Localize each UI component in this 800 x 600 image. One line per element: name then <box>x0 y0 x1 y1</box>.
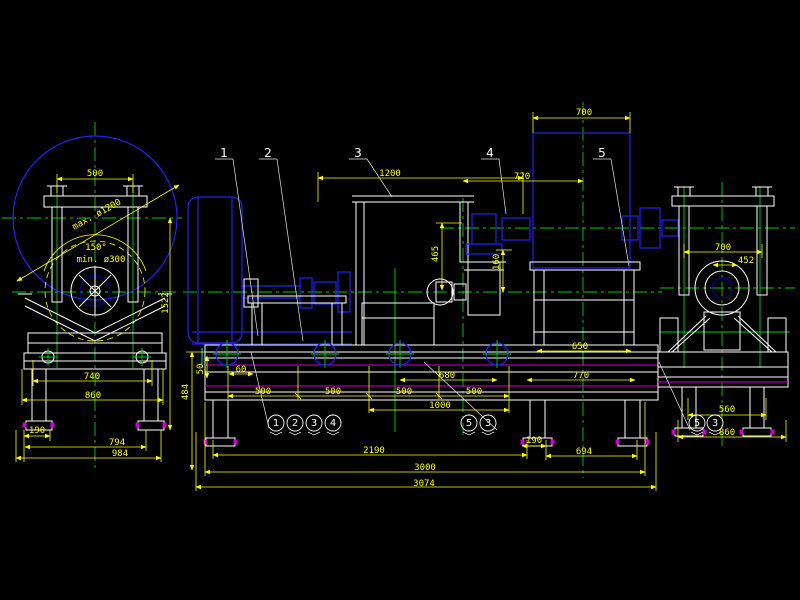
item-balloon: 3 <box>305 414 323 432</box>
motor-shaft-phantom <box>621 207 679 249</box>
dimension-label: min. ø300 <box>77 255 126 265</box>
dimension-label: 3074 <box>413 479 435 489</box>
right-view-dim-lines <box>677 244 787 442</box>
svg-text:3: 3 <box>485 418 491 429</box>
dimension-label: 1522 <box>161 292 171 314</box>
dimension-label: 50 <box>196 364 206 375</box>
svg-text:3: 3 <box>311 418 317 429</box>
main-view-dim-lines <box>186 112 657 491</box>
item-balloons-layer: 1 2 3 4 5 3 5 3 <box>267 414 724 432</box>
dimension-label: 190 <box>526 436 542 446</box>
dimension-label: 860 <box>85 391 101 401</box>
dimension-label: 484 <box>181 384 191 400</box>
dimension-label: 500 <box>396 387 412 397</box>
main-centerlines <box>183 102 795 478</box>
pump-unit <box>462 213 531 316</box>
roller-crosshairs <box>39 348 151 366</box>
shaft-bore-circle <box>711 277 733 299</box>
bearing-housing-circle <box>694 260 750 316</box>
dimension-label: 560 <box>719 405 735 415</box>
dimension-label: 794 <box>109 438 125 448</box>
cable-pulley <box>70 266 120 316</box>
dimension-label: 860 <box>719 428 735 438</box>
dimension-label: 452 <box>738 256 754 266</box>
foot-pad-marks-main <box>203 439 650 445</box>
leader-lines <box>215 158 722 436</box>
svg-text:2: 2 <box>292 418 298 429</box>
item-balloon: 3 <box>479 414 497 432</box>
dimension-label: 160 <box>492 254 502 270</box>
dimension-label: 700 <box>576 108 592 118</box>
callout-number: 4 <box>486 146 494 160</box>
dimension-label: 3000 <box>414 463 436 473</box>
dimension-label: 984 <box>112 449 128 459</box>
svg-text:3: 3 <box>712 418 718 429</box>
cable-drum-phantom <box>187 196 352 345</box>
left-view-dim-lines <box>15 174 173 462</box>
left-stand-structure <box>18 185 172 431</box>
assembly-side-view <box>183 102 795 491</box>
callout-number: 1 <box>220 146 228 160</box>
dimension-label: 150° <box>85 243 107 253</box>
dimension-label: 1000 <box>429 401 451 411</box>
dimension-label: max. ø1200 <box>71 197 123 232</box>
dimension-label: 190 <box>29 426 45 436</box>
dimension-label: 700 <box>715 243 731 253</box>
item-balloon: 2 <box>286 414 304 432</box>
callout-number: 5 <box>598 146 606 160</box>
callout-numbers-layer: 1 2 3 4 5 <box>220 146 606 160</box>
dimension-label: 740 <box>84 372 100 382</box>
dimension-label: 1200 <box>379 169 401 179</box>
dimension-label: 465 <box>431 246 441 262</box>
dimension-label: 60 <box>236 365 247 375</box>
svg-text:1: 1 <box>273 418 279 429</box>
right-stand-structure <box>659 186 787 353</box>
svg-text:5: 5 <box>694 418 700 429</box>
right-leg <box>143 368 159 422</box>
drum-stand-end-view <box>2 122 182 468</box>
max-diameter-dim-line <box>16 184 180 282</box>
motor-support-stand <box>529 261 641 346</box>
dimension-label: 680 <box>439 371 455 381</box>
item-balloon: 5 <box>460 414 478 432</box>
guard-rail-frame <box>352 195 474 346</box>
item-balloon: 1 <box>267 414 285 432</box>
dimension-label: 720 <box>514 172 530 182</box>
dimension-label: 500 <box>87 169 103 179</box>
item-balloon: 5 <box>688 414 706 432</box>
svg-text:5: 5 <box>466 418 472 429</box>
dimension-label: 650 <box>572 342 588 352</box>
travel-wheels <box>213 340 511 368</box>
dimension-label: 694 <box>576 447 592 457</box>
bearing-stand-end-view <box>657 182 795 446</box>
dimension-label: 500 <box>466 387 482 397</box>
dimension-label: 500 <box>255 387 271 397</box>
callout-number: 2 <box>264 146 272 160</box>
callout-number: 3 <box>354 146 362 160</box>
motor-box-phantom <box>532 132 631 269</box>
dimension-label: 770 <box>573 371 589 381</box>
dimension-label: 2190 <box>363 446 385 456</box>
item-balloon: 4 <box>324 414 342 432</box>
dimension-label: 500 <box>325 387 341 397</box>
foot-pad-marks-left <box>22 422 167 428</box>
gear-reducer-unit <box>361 278 467 346</box>
left-leg <box>31 368 47 422</box>
drum-shaft-stand <box>243 278 347 346</box>
item-balloon: 3 <box>706 414 724 432</box>
svg-text:4: 4 <box>330 418 336 429</box>
